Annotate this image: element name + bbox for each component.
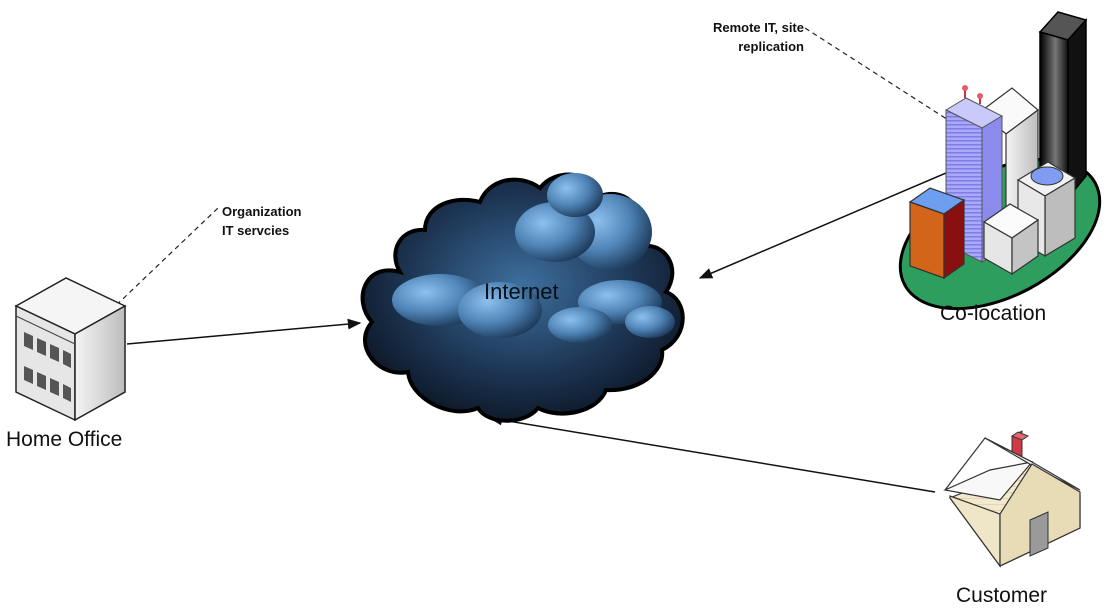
annotation-colocation-line2: replication [738,39,804,54]
annotation-home-office-line2: IT servcies [222,223,290,238]
connection-customer-internet [488,414,936,493]
annotation-colocation-line1: Remote IT, site [712,20,804,35]
city-buildings-icon [898,11,1102,311]
internet-label: Internet [484,279,559,304]
connection-home-office-internet [126,318,362,345]
cloud-icon [360,172,685,423]
annotation-home-office: Organization IT servcies [222,202,301,240]
home-office-label: Home Office [6,428,123,451]
house-icon [943,430,1081,568]
customer-label: Customer [956,584,1048,607]
colocation-label: Co-location [940,302,1047,325]
office-building-icon [14,277,127,422]
annotation-home-office-line1: Organization [222,204,302,219]
annotation-colocation: Remote IT, site replication [690,18,804,56]
